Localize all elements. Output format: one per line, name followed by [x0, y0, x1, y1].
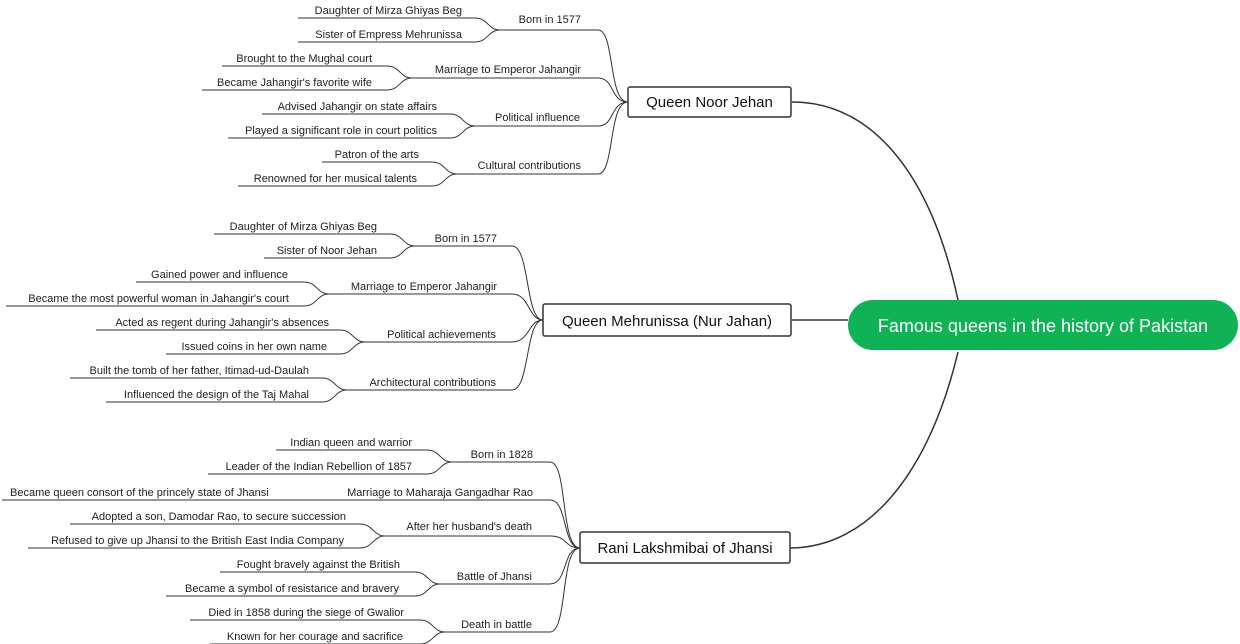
sub-topic-label: Political influence: [495, 112, 580, 124]
main-topic-label: Queen Mehrunissa (Nur Jahan): [562, 313, 772, 330]
leaf-label: Fought bravely against the British: [237, 559, 400, 571]
sub-topic-label: Battle of Jhansi: [457, 571, 532, 583]
leaf-label: Built the tomb of her father, Itimad-ud-…: [89, 365, 309, 377]
main-topic-box: [627, 86, 792, 118]
sub-topic-label: Political achievements: [387, 329, 496, 341]
leaf-label: Became the most powerful woman in Jahang…: [28, 293, 289, 305]
branch-mehrunissa: Daughter of Mirza Ghiyas Beg Sister of N…: [6, 221, 792, 403]
leaf-connector: [419, 619, 446, 644]
main-topic-label: Rani Lakshmibai of Jhansi: [597, 540, 772, 557]
leaf-label: Daughter of Mirza Ghiyas Beg: [230, 221, 377, 233]
root-label: Famous queens in the history of Pakistan: [878, 316, 1208, 336]
leaf-connector: [449, 113, 476, 139]
leaf-label: Refused to give up Jhansi to the British…: [51, 535, 344, 547]
leaf-label: Acted as regent during Jahangir's absenc…: [115, 317, 329, 329]
leaf-label: Daughter of Mirza Ghiyas Beg: [315, 5, 462, 17]
sub-topic-label: Born in 1577: [435, 233, 497, 245]
leaf-connector: [303, 281, 330, 307]
main-topic-mehrunissa[interactable]: Queen Mehrunissa (Nur Jahan): [542, 303, 792, 337]
leaf-label: Became Jahangir's favorite wife: [217, 77, 372, 89]
main-topic-label: Queen Noor Jehan: [646, 94, 773, 111]
leaf-label: Leader of the Indian Rebellion of 1857: [225, 461, 412, 473]
sub-topic-label: Born in 1828: [471, 449, 533, 461]
leaf-label: Died in 1858 during the siege of Gwalior: [208, 607, 404, 619]
sub-topic-label: Architectural contributions: [369, 377, 496, 389]
leaf-connector: [389, 233, 416, 259]
leaf-label: Gained power and influence: [151, 269, 288, 281]
leaf-label: Influenced the design of the Taj Mahal: [124, 389, 309, 401]
leaf-label: Known for her courage and sacrifice: [227, 631, 403, 643]
leaf-connector: [414, 571, 441, 597]
leaf-label: Advised Jahangir on state affairs: [278, 101, 438, 113]
main-topic-box: [579, 531, 791, 564]
sub-connector: [597, 29, 629, 175]
leaf-label: Indian queen and warrior: [290, 437, 412, 449]
leaf-label: Issued coins in her own name: [181, 341, 327, 353]
leaf-connector: [474, 17, 501, 43]
leaf-connector: [386, 65, 413, 91]
leaf-connector: [321, 377, 348, 403]
branch-lakshmibai: Indian queen and warrior Leader of the I…: [2, 437, 791, 644]
leaf-label: Sister of Noor Jehan: [277, 245, 377, 257]
sub-topic-label: Born in 1577: [519, 14, 581, 26]
root-node-shape: [848, 300, 1238, 350]
leaf-label: Played a significant role in court polit…: [245, 125, 437, 137]
sub-connector: [511, 245, 544, 391]
sub-topic-label: After her husband's death: [406, 521, 532, 533]
sub-topic-label: Marriage to Emperor Jahangir: [351, 281, 497, 293]
leaf-label: Became a symbol of resistance and braver…: [185, 583, 399, 595]
leaf-label: Adopted a son, Damodar Rao, to secure su…: [92, 511, 346, 523]
leaf-connector: [359, 523, 386, 549]
root-node[interactable]: Famous queens in the history of Pakistan: [848, 300, 1238, 350]
leaf-label: Became queen consort of the princely sta…: [10, 487, 269, 499]
leaf-label: Sister of Empress Mehrunissa: [315, 29, 463, 41]
leaf-label: Patron of the arts: [335, 149, 420, 161]
sub-connector: [549, 461, 581, 633]
branch-noor-jehan: Daughter of Mirza Ghiyas Beg Sister of E…: [202, 5, 792, 187]
root-connector-1: [791, 101, 959, 301]
sub-topic-label: Death in battle: [461, 619, 532, 631]
leaf-connector: [339, 329, 366, 355]
sub-topic-label: Marriage to Emperor Jahangir: [435, 64, 581, 76]
leaf-connector: [431, 161, 458, 187]
sub-topic-label: Cultural contributions: [478, 160, 582, 172]
main-topic-box: [542, 303, 792, 337]
leaf-label: Renowned for her musical talents: [254, 173, 418, 185]
sub-topic-label: Marriage to Maharaja Gangadhar Rao: [347, 487, 533, 499]
leaf-connector: [426, 449, 453, 475]
leaf-label: Brought to the Mughal court: [236, 53, 372, 65]
root-connector-3: [789, 351, 959, 549]
main-topic-lakshmibai[interactable]: Rani Lakshmibai of Jhansi: [579, 531, 791, 564]
main-topic-noor-jehan[interactable]: Queen Noor Jehan: [627, 86, 792, 118]
